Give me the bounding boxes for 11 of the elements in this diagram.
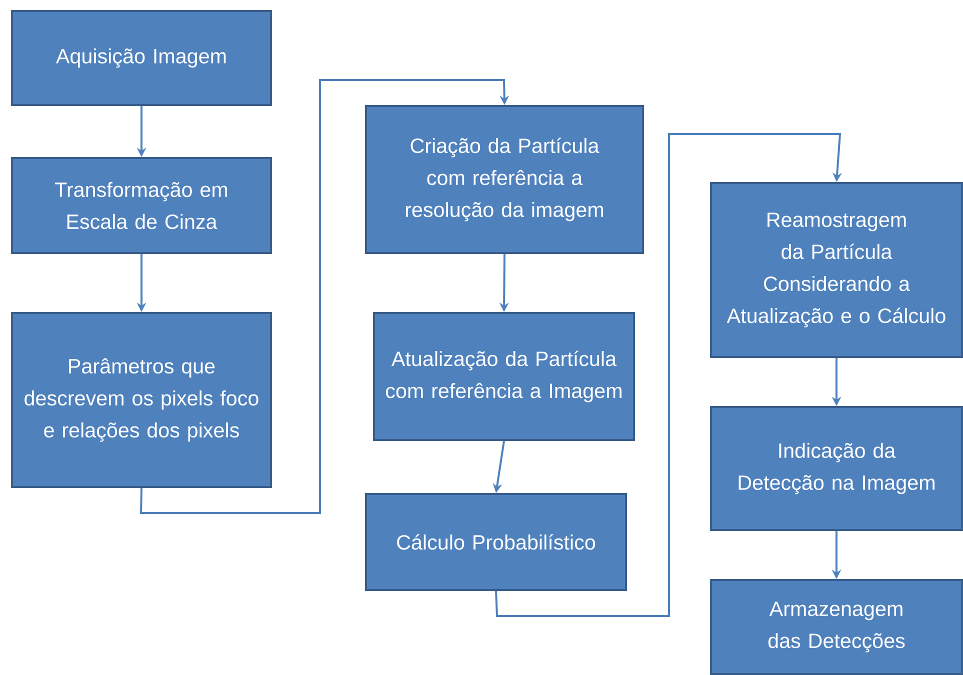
process-box: Atualização da Partícula com referência a Imagem: [373, 312, 635, 441]
process-box: Criação da Partícula com referência a resolução da imagem: [364, 105, 644, 254]
process-box: Indicação da Detecção na Imagem: [710, 406, 963, 531]
arrow: [140, 79, 510, 514]
process-box: Aquisição Imagem: [11, 10, 272, 106]
process-box: Armazenagem das Detecções: [710, 579, 963, 675]
process-box: Parâmetros que descrevem os pixels foco e relações dos pixels: [11, 312, 272, 488]
process-box: Reamostragem da Partícula Considerando a Atualização e o Cálculo: [710, 182, 963, 358]
process-box: Cálculo Probabilístico: [365, 493, 627, 591]
arrow: [495, 133, 842, 617]
process-box: Transformação em Escala de Cinza: [11, 157, 272, 254]
